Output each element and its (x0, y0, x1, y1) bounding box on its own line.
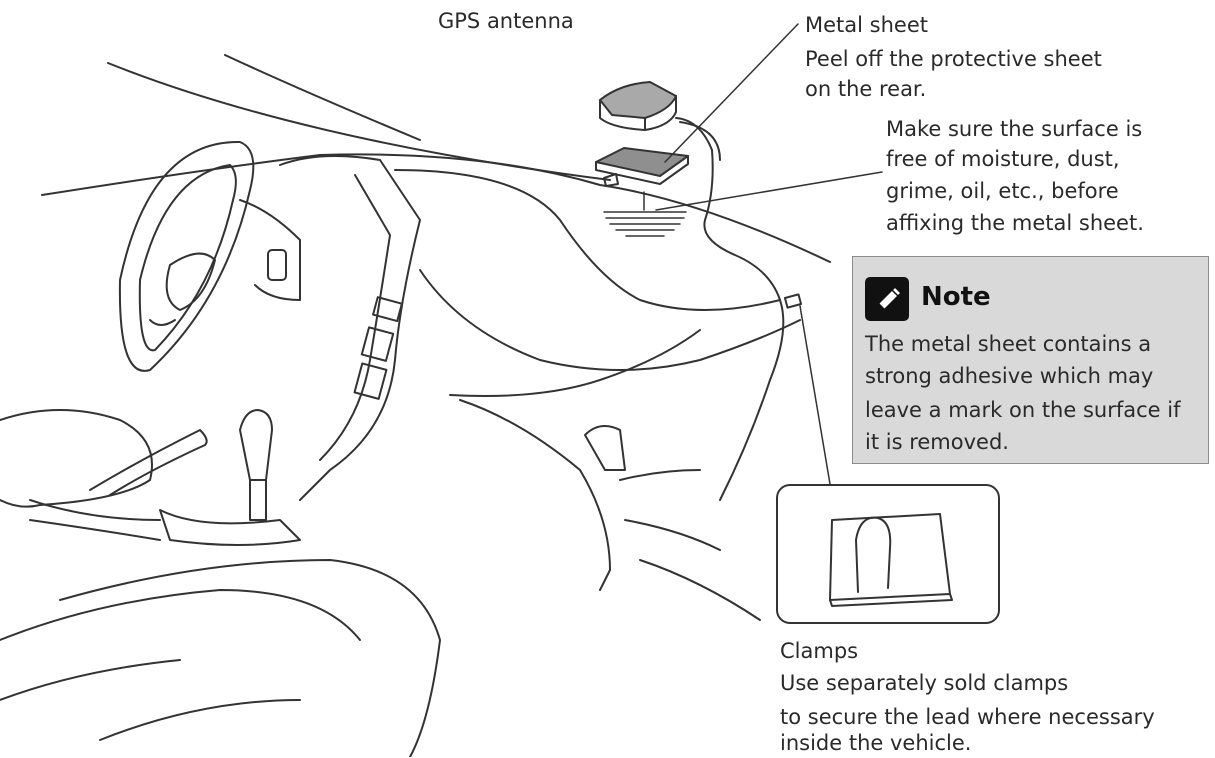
passenger-seat (59, 559, 441, 757)
steering-wheel (118, 140, 255, 372)
surface-symbol (603, 191, 687, 237)
note-line: strong adhesive which may (865, 364, 1154, 388)
center-console (279, 155, 421, 501)
gps-antenna-drawing (599, 81, 677, 131)
surface-note-line: grime, oil, etc., before (886, 179, 1119, 203)
metal-sheet-drawing (595, 147, 689, 187)
dashboard-top-edge (41, 153, 831, 263)
surface-note-line: affixing the metal sheet. (886, 211, 1144, 235)
clamps-label: Clamps (780, 639, 859, 663)
note-box: Note The metal sheet contains a strong a… (852, 256, 1209, 464)
metal-sheet-note-line: Peel off the protective sheet (805, 47, 1102, 71)
surface-note-line: free of moisture, dust, (886, 147, 1120, 171)
metal-sheet-label: Metal sheet (805, 13, 928, 37)
clamp-detail-box (776, 484, 1000, 624)
glovebox (459, 399, 611, 591)
dashboard-panel (394, 169, 781, 311)
clamp-drawing (829, 513, 953, 607)
note-line: The metal sheet contains a (865, 332, 1152, 356)
note-title: Note (921, 282, 991, 312)
door-panel (619, 469, 701, 481)
handbrake-lever (89, 429, 208, 496)
note-line: it is removed. (865, 430, 1009, 454)
windshield-frame (107, 62, 611, 181)
clamps-note-line: Use separately sold clamps (780, 671, 1069, 695)
windshield-frame-inner (224, 54, 421, 141)
clamps-note-line: to secure the lead where necessary (780, 705, 1155, 729)
console-buttons (353, 296, 403, 400)
metal-sheet-note-line: on the rear. (805, 77, 927, 101)
clamps-note-line: inside the vehicle. (780, 731, 972, 755)
metal-sheet-leader (664, 23, 799, 163)
surface-leader (655, 171, 883, 211)
center-tunnel (159, 509, 301, 546)
gps-antenna-label: GPS antenna (438, 9, 574, 33)
driver-seat (0, 409, 153, 508)
antenna-cable (675, 117, 785, 501)
note-line: leave a mark on the surface if (865, 398, 1181, 422)
dash-clamp (783, 293, 803, 309)
clamp-leader (799, 305, 831, 485)
gear-shifter (239, 409, 273, 521)
surface-note-line: Make sure the surface is (886, 117, 1143, 141)
pencil-icon (865, 277, 909, 321)
